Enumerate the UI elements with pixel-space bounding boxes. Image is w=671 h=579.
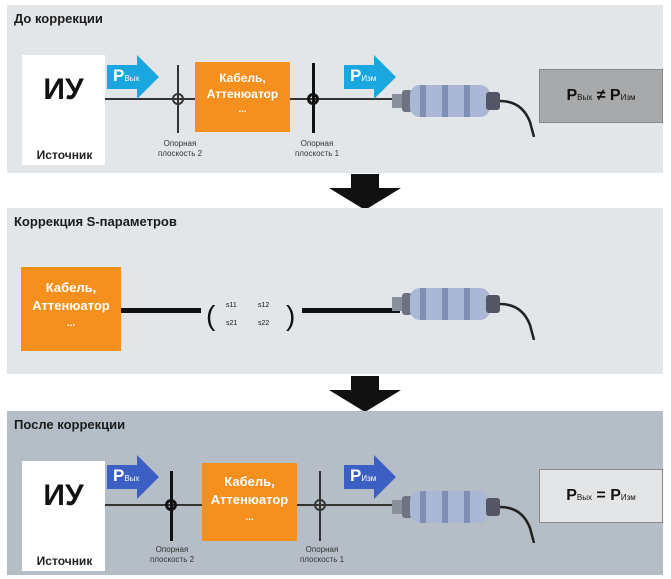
signal-line	[290, 504, 400, 506]
p-meas-label: PИзм	[350, 466, 377, 485]
down-arrow-icon	[329, 174, 401, 210]
cable-attenuator-block: Кабель, Аттенюатор ...	[202, 463, 297, 541]
signal-line	[105, 504, 202, 506]
source-block: ИУ Источник	[22, 461, 105, 571]
power-sensor-icon	[392, 270, 542, 340]
p-out-label: PВых	[113, 66, 140, 85]
result-equality-box: PВых = PИзм	[539, 469, 663, 523]
signal-arrow-icon: PИзм	[344, 55, 396, 99]
source-label: Источник	[36, 554, 93, 568]
s11-cell: s11	[226, 302, 237, 309]
reference-plane-1-marker	[314, 499, 326, 511]
connector-line	[121, 308, 201, 313]
panel-s-parameter-correction: Коррекция S-параметров Кабель, Аттенюато…	[7, 208, 663, 374]
reference-plane-1-marker	[307, 93, 319, 105]
down-arrow-icon	[329, 376, 401, 412]
s22-cell: s22	[258, 320, 270, 327]
reference-plane-2-marker	[172, 93, 184, 105]
panel-after-correction: После коррекции ИУ Источник PВых Опорная…	[7, 411, 663, 575]
s12-cell: s12	[258, 302, 270, 309]
source-label: Источник	[36, 148, 93, 162]
power-sensor-icon	[392, 473, 542, 543]
connector-line	[302, 308, 400, 313]
panel-title: После коррекции	[14, 417, 126, 432]
source-symbol: ИУ	[43, 73, 84, 106]
s-parameter-matrix: ( ) s11 s12 s21 s22	[206, 300, 296, 331]
signal-arrow-icon: PВых	[107, 55, 159, 99]
signal-line	[105, 98, 202, 100]
source-block: ИУ Источник	[22, 55, 105, 165]
p-meas-label: PИзм	[350, 66, 377, 85]
power-sensor-icon	[392, 67, 542, 137]
cable-attenuator-block: Кабель, Аттенюатор ...	[21, 267, 121, 351]
p-out-label: PВых	[113, 466, 140, 485]
s21-cell: s21	[226, 320, 238, 327]
source-symbol: ИУ	[43, 479, 84, 512]
signal-arrow-icon: PИзм	[344, 455, 396, 499]
signal-arrow-icon: PВых	[107, 455, 159, 499]
signal-line	[290, 98, 400, 100]
panel-title: До коррекции	[14, 11, 103, 26]
reference-plane-2-marker	[165, 499, 177, 511]
cable-attenuator-block: Кабель, Аттенюатор ...	[195, 62, 290, 132]
panel-title: Коррекция S-параметров	[14, 214, 177, 229]
result-inequality-box: PВых ≠ PИзм	[539, 69, 663, 123]
